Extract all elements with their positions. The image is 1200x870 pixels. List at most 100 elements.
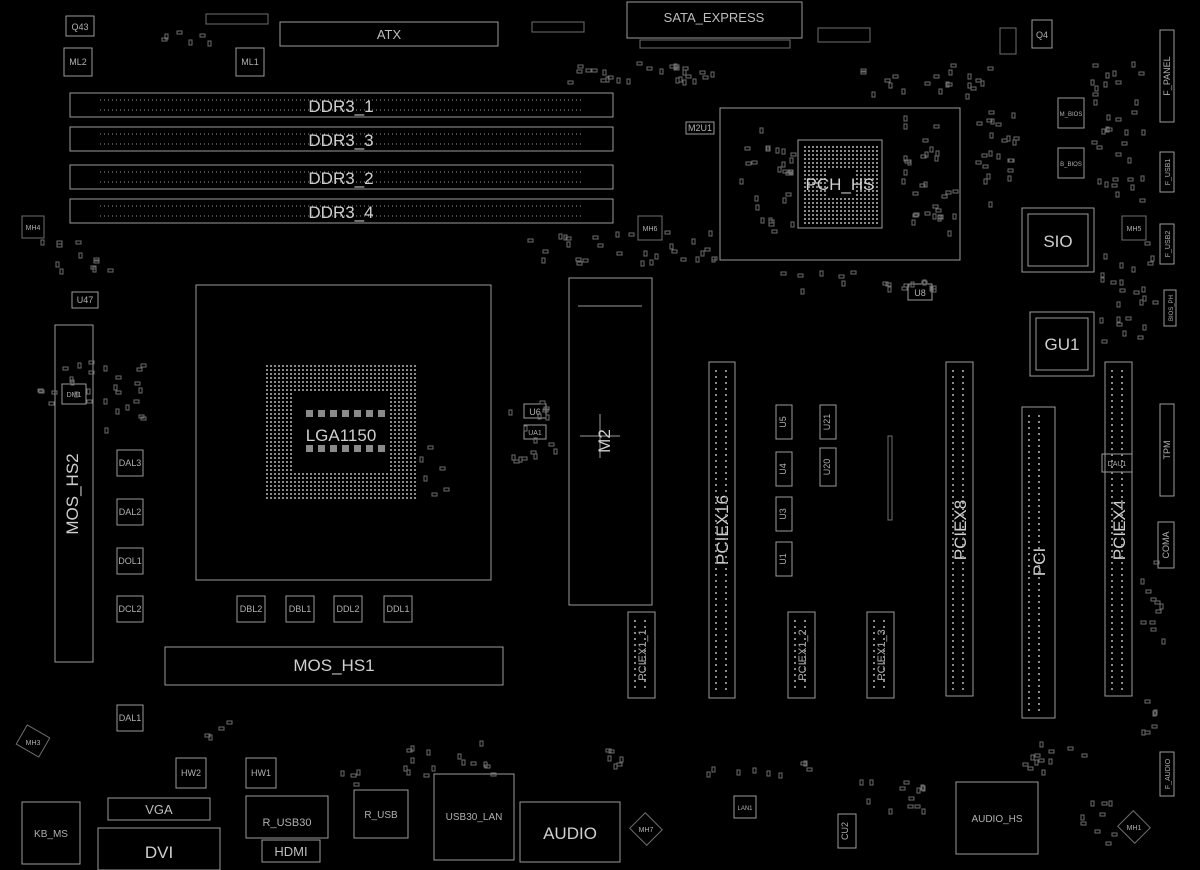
audio-jack[interactable]: AUDIO (519, 801, 621, 863)
cpu-pad (318, 410, 325, 417)
cpu-pin (286, 449, 288, 451)
slot-contact (962, 406, 964, 408)
slot-contact (1038, 685, 1040, 687)
slot-contact (962, 544, 964, 546)
component-ml2[interactable]: ML2 (63, 47, 93, 77)
cpu-pin (318, 385, 320, 387)
pch-ball (816, 162, 818, 164)
bios-ph-header[interactable]: BIOS_PH (1163, 289, 1177, 327)
component-ml1[interactable]: ML1 (235, 47, 265, 77)
smd-pad (678, 76, 683, 83)
smd-pad (924, 81, 931, 86)
cpu-pin (294, 373, 296, 375)
cpu-pin (282, 437, 284, 439)
pch-ball (804, 210, 806, 212)
r-usb30-port[interactable]: R_USB30 (245, 795, 329, 839)
cpu-pin (306, 489, 308, 491)
pciex1-1-slot[interactable]: PCIEX1_1 (627, 611, 656, 699)
pch-chip[interactable]: PCH_HS (719, 107, 961, 261)
cpu-pin (406, 437, 408, 439)
smd-pad (591, 68, 598, 73)
smd-pad (403, 765, 408, 772)
slot-contact (962, 526, 964, 528)
ddr3-slot-3[interactable]: DDR3_3 (69, 126, 614, 152)
component-m-bios[interactable]: M_BIOS (1057, 97, 1085, 129)
pch-ball (856, 198, 858, 200)
m2-slot[interactable]: M2 (568, 277, 653, 606)
slot-contact (962, 388, 964, 390)
tpm-header[interactable]: TPM (1159, 403, 1175, 497)
pciex4-slot[interactable]: PCIEX4 (1104, 361, 1133, 697)
pch-ball (856, 146, 858, 148)
cpu-pin (366, 493, 368, 495)
ddr3-slot-4[interactable]: DDR3_4 (69, 198, 614, 224)
slot-contact (715, 688, 717, 690)
pciex1-3-slot[interactable]: PCIEX1_3 (866, 611, 895, 699)
ddr3-slot-1[interactable]: DDR3_1 (69, 92, 614, 118)
pch-ball (872, 178, 874, 180)
slot-contact (725, 610, 727, 612)
pch-ball (856, 194, 858, 196)
f-panel-header[interactable]: F_PANEL (1159, 29, 1175, 123)
kb-ms-port[interactable]: KB_MS (21, 801, 81, 865)
smd-pad (1081, 753, 1088, 758)
component-q4[interactable]: Q4 (1031, 19, 1053, 49)
f-audio-header[interactable]: F_AUDIO (1159, 751, 1175, 797)
cpu-pin (274, 373, 276, 375)
pciex8-slot[interactable]: PCIEX8 (945, 361, 974, 697)
gu1-chip[interactable]: GU1 (1029, 311, 1095, 377)
svg-text:DAL2: DAL2 (119, 507, 142, 517)
ddr3-slot-2[interactable]: DDR3_2 (69, 164, 614, 190)
cpu-pin (410, 385, 412, 387)
cpu-pin (414, 397, 416, 399)
slot-contact (715, 550, 717, 552)
slot-contact (1121, 616, 1123, 618)
atx-power-connector[interactable]: ATX (279, 21, 499, 47)
component-m2u1[interactable]: M2U1 (685, 121, 715, 135)
f-usb1-header[interactable]: F_USB1 (1159, 151, 1175, 193)
cpu-pin (278, 473, 280, 475)
pch-ball (808, 158, 810, 160)
sata-express-connector[interactable]: SATA_EXPRESS (626, 1, 803, 49)
hdmi-port[interactable]: HDMI (261, 839, 321, 863)
mos-heatsink-1[interactable]: MOS_HS1 (164, 646, 504, 686)
cpu-socket[interactable]: LGA1150 (195, 284, 492, 581)
audio-heatsink[interactable]: AUDIO_HS (955, 781, 1039, 855)
dvi-port[interactable]: DVI (97, 827, 221, 870)
cpu-pin (398, 449, 400, 451)
cpu-pin (330, 477, 332, 479)
pch-ball (828, 214, 830, 216)
pci-slot[interactable]: PCI (1021, 406, 1056, 719)
vga-port[interactable]: VGA (107, 797, 211, 821)
cpu-pin (406, 413, 408, 415)
r-usb-port[interactable]: R_USB (353, 789, 409, 839)
pciex1-2-slot[interactable]: PCIEX1_2 (787, 611, 816, 699)
cpu-pin (274, 385, 276, 387)
pch-ball (868, 194, 870, 196)
usb30-lan-port[interactable]: USB30_LAN (433, 773, 515, 861)
cpu-pin (414, 481, 416, 483)
pciex16-slot[interactable]: PCIEX16 (708, 361, 736, 699)
cpu-pin (410, 473, 412, 475)
slot-contact (715, 616, 717, 618)
sio-chip[interactable]: SIO (1021, 207, 1095, 273)
mos-heatsink-2[interactable]: MOS_HS2 (54, 324, 94, 663)
smd-pad (1001, 138, 1008, 143)
cpu-pin (266, 417, 268, 419)
pch-ball (864, 182, 866, 184)
component-q43[interactable]: Q43 (65, 15, 95, 37)
f-usb2-header[interactable]: F_USB2 (1159, 223, 1175, 265)
slot-contact (873, 620, 875, 622)
component-b-bios[interactable]: B_BIOS (1057, 147, 1085, 179)
pch-ball (832, 210, 834, 212)
slot-contact (873, 680, 875, 682)
slot-contact (962, 496, 964, 498)
smd-pad (752, 767, 757, 774)
slot-contact (794, 638, 796, 640)
coma-header[interactable]: COMA (1157, 521, 1175, 569)
slot-contact (962, 430, 964, 432)
smd-pad (133, 399, 140, 404)
cpu-pin (310, 481, 312, 483)
pch-ball (852, 150, 854, 152)
cpu-pad (330, 445, 337, 452)
